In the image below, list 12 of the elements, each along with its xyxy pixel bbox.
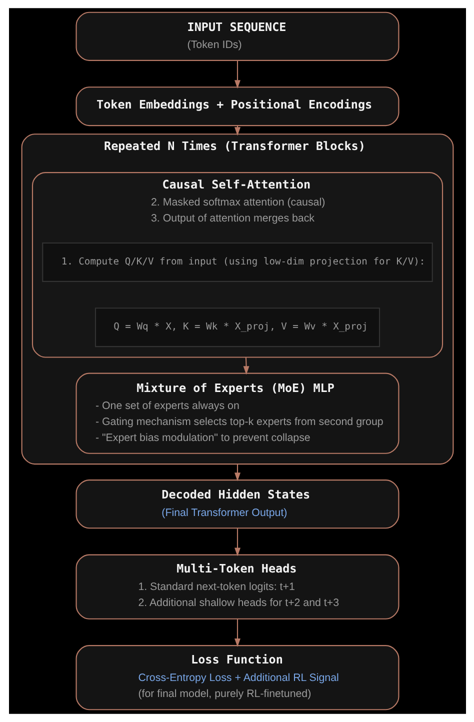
arrow: [234, 528, 240, 556]
node-box: 1. Compute Q/K/V from input (using low-dim projection for K/V):: [42, 242, 432, 282]
arrow: [234, 60, 240, 89]
node-box: INPUT SEQUENCE (Token IDs): [75, 12, 399, 61]
node-box: Multi-Token Heads 1. Standard next-token logits: t+1 2. Additional shallow heads for t+2 and t+3: [75, 554, 399, 620]
node-box: Loss Function Cross-Entropy Loss + Additional RL Signal (for final model, purely RL-finetuned): [75, 645, 399, 710]
node-box: Decoded Hidden States (Final Transformer Output): [75, 480, 399, 529]
node-box: Token Embeddings + Positional Encodings: [75, 86, 399, 126]
arrow: [234, 618, 240, 648]
node-box: Q = Wq * X, K = Wk * X_proj, V = Wv * X_proj: [94, 308, 380, 348]
arrow: [242, 357, 249, 375]
node-box: Mixture of Experts (MoE) MLP - One set of experts always on - Gating mechanism selects top-k experts from second group - "Expert bias modulation" to prevent collapse: [75, 372, 399, 454]
